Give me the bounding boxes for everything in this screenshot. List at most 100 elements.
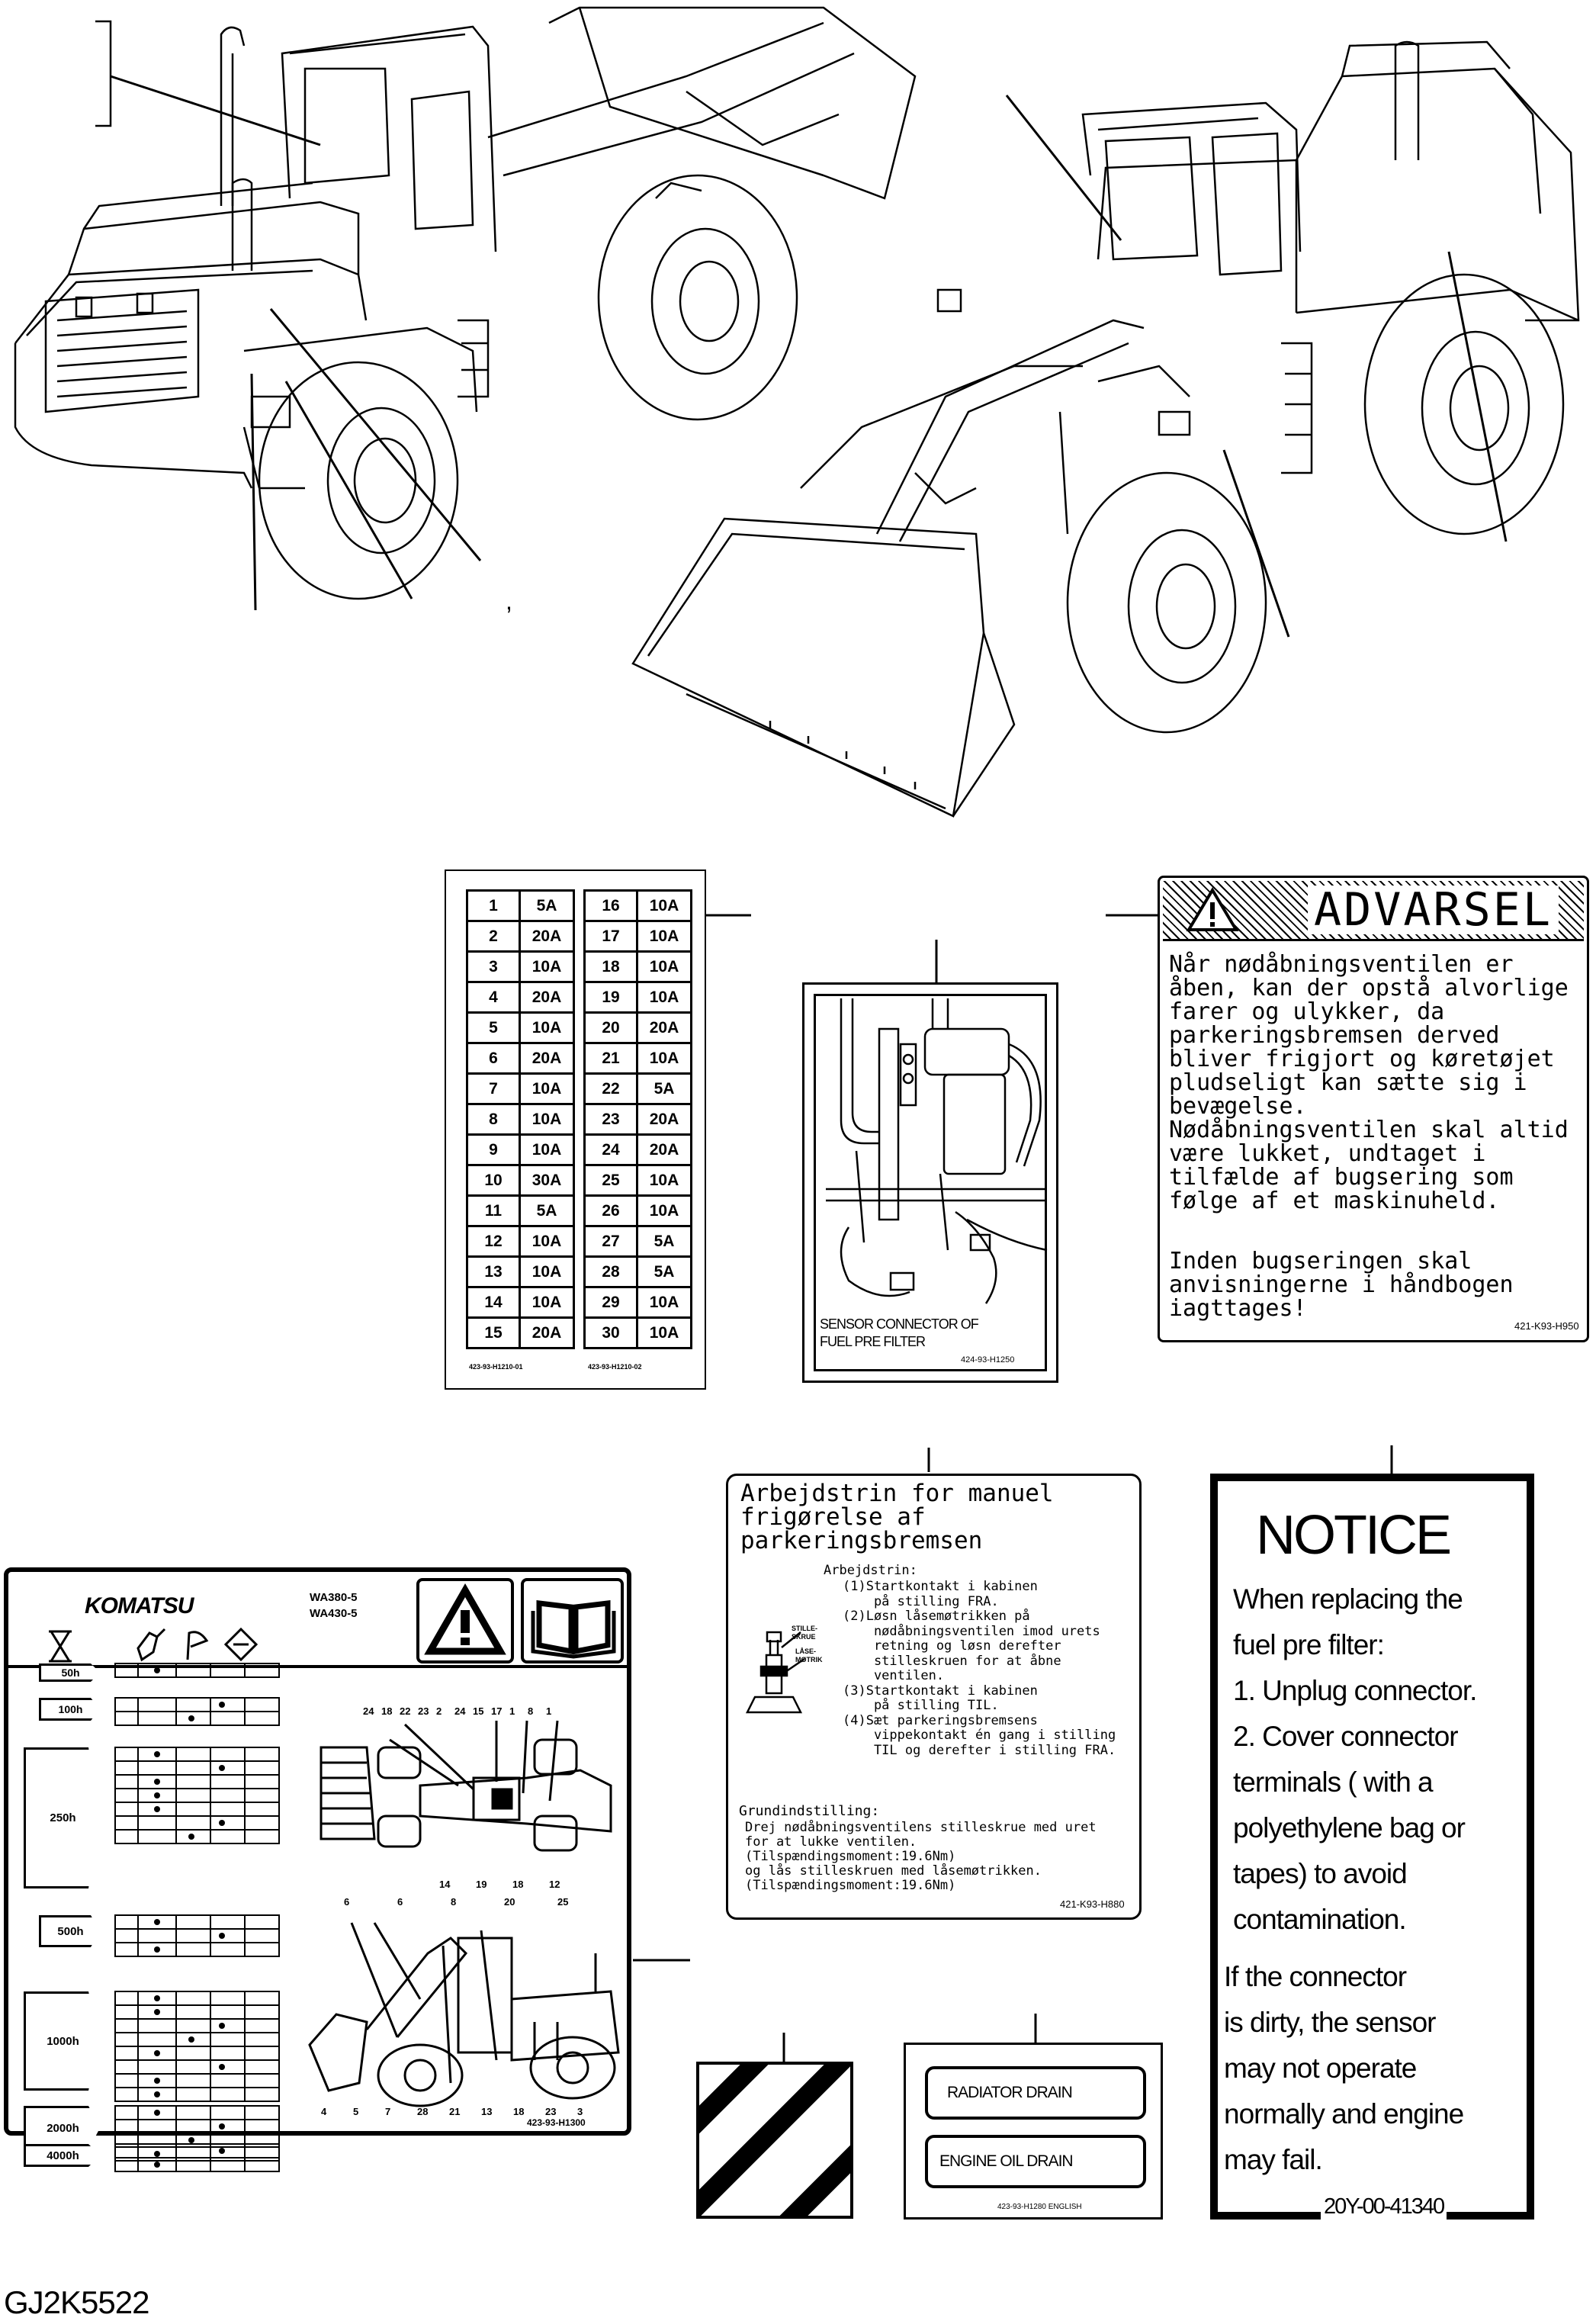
fuse-number: 28	[583, 1255, 638, 1288]
grid-dot	[188, 1834, 194, 1840]
adjusting-screw-illustration	[745, 1631, 805, 1714]
text-line: polyethylene bag or	[1233, 1812, 1466, 1843]
grid-dot	[154, 1779, 160, 1785]
text-line: TIL og derefter i stilling FRA.	[843, 1742, 1116, 1758]
callout-number: 8	[528, 1705, 534, 1717]
radiator-drain-text: RADIATOR DRAIN	[947, 2084, 1073, 2101]
model-2: WA430-5	[310, 1607, 358, 1620]
fuse-number: 26	[583, 1194, 638, 1227]
fuse-rating: 5A	[519, 889, 575, 922]
callout-number: 1	[546, 1705, 552, 1717]
grid-dot	[154, 1792, 160, 1798]
interval-label: 100h	[58, 1703, 83, 1715]
fuse-rating: 10A	[519, 1011, 575, 1044]
fuse-number: 4	[466, 981, 521, 1014]
fuse-number: 24	[583, 1133, 638, 1166]
notice-part-number: 20Y-00-41340	[1321, 2194, 1447, 2220]
grid-dot	[219, 1820, 225, 1826]
fuse-rating: 10A	[636, 950, 692, 983]
fuse-number: 12	[466, 1225, 521, 1258]
interval-arrow: 1000h	[24, 1991, 100, 2091]
brake-setup: Drej nødåbningsventilens stilleskrue med…	[745, 1821, 1097, 1893]
fuse-rating: 10A	[519, 950, 575, 983]
interval-grid	[114, 1663, 280, 2172]
fuse-rating: 20A	[636, 1011, 692, 1044]
interval-label: 2000h	[47, 2121, 79, 2135]
callout-number: 25	[557, 1896, 569, 1908]
grid-dot	[219, 2064, 225, 2070]
manual-box	[521, 1578, 624, 1663]
machine-side-view-diagram	[308, 1922, 620, 2107]
grid-row	[114, 1802, 280, 1817]
grid-row	[114, 2133, 280, 2148]
oil-can-icon	[136, 1628, 166, 1662]
fuse-rating: 20A	[636, 1133, 692, 1166]
fuse-rating: 10A	[636, 889, 692, 922]
callout-number: 23	[418, 1705, 429, 1717]
text-line: for at lukke ventilen.	[745, 1834, 917, 1850]
fuse-number: 11	[466, 1194, 521, 1227]
advarsel-body: Når nødåbningsventilen er åben, kan der …	[1169, 951, 1569, 1214]
warning-box	[416, 1578, 514, 1663]
grid-row	[114, 1747, 280, 1762]
grid-dot	[154, 1667, 160, 1673]
callout-number: 5	[353, 2106, 359, 2117]
grid-row	[114, 1788, 280, 1803]
callout-number: 24	[363, 1705, 374, 1717]
filter-icon	[223, 1627, 259, 1662]
callout-number: 12	[549, 1879, 560, 1890]
fuse-rating: 10A	[519, 1072, 575, 1105]
interval-arrow: 250h	[24, 1747, 100, 1888]
grid-dot	[154, 2091, 160, 2097]
fuse-number: 29	[583, 1286, 638, 1319]
fuse-rating: 5A	[519, 1194, 575, 1227]
grid-row	[114, 2119, 280, 2134]
grid-dot	[154, 2110, 160, 2116]
callout-number: 3	[577, 2106, 583, 2117]
callout-number: 7	[385, 2106, 391, 2117]
fuse-rating: 10A	[636, 920, 692, 953]
fuse-rating: 10A	[519, 1225, 575, 1258]
interval-label: 50h	[61, 1667, 80, 1679]
fuse-rating: 5A	[636, 1255, 692, 1288]
text-line: contamination.	[1233, 1904, 1407, 1935]
callout-number: 18	[512, 1879, 524, 1890]
tag-stilleskrue: STILLE-SKRUE	[792, 1625, 817, 1641]
fuse-rating: 10A	[636, 1042, 692, 1075]
fuse-number: 1	[466, 889, 521, 922]
callout-number: 15	[473, 1705, 484, 1717]
komatsu-logo: KOMATSU	[85, 1593, 194, 1618]
drawing-code: GJ2K5522	[4, 2284, 149, 2320]
fuse-number: 15	[466, 1316, 521, 1349]
grid-row	[114, 2004, 280, 2020]
fuse-number: 6	[466, 1042, 521, 1075]
fuse-rating: 5A	[636, 1225, 692, 1258]
grid-row	[114, 2073, 280, 2088]
text-line: nødåbningsventilen imod urets	[843, 1623, 1100, 1639]
fuse-rating: 10A	[519, 1133, 575, 1166]
fuse-number: 5	[466, 1011, 521, 1044]
interval-arrow: 4000h	[24, 2144, 100, 2167]
callout-number: 6	[344, 1896, 350, 1908]
grid-row	[114, 2087, 280, 2102]
drain-part-number: 423-93-H1280 ENGLISH	[997, 2203, 1082, 2211]
